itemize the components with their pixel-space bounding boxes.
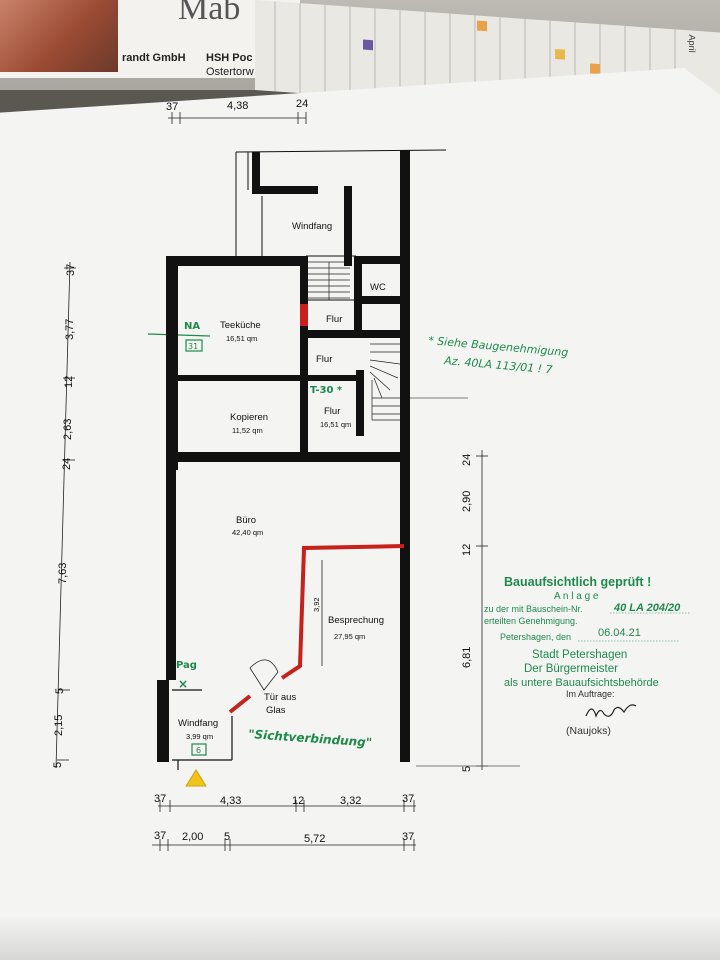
dimension-lines bbox=[55, 112, 520, 851]
dim-bottom1-4: 3,32 bbox=[340, 795, 361, 807]
stamp-line-2: erteilten Genehmigung. bbox=[484, 616, 578, 626]
thin-walls bbox=[235, 149, 447, 301]
flyer-title: Mab bbox=[178, 0, 241, 27]
room-windfang-bottom-area: 3,99 qm bbox=[186, 732, 213, 741]
dim-top-2: 4,38 bbox=[227, 100, 248, 112]
dim-top-3: 24 bbox=[296, 98, 308, 110]
stamp-date: 06.04.21 bbox=[598, 627, 641, 639]
note-na: NA bbox=[184, 321, 200, 332]
dim-bottom2-3: 5 bbox=[224, 831, 230, 843]
dim-left-2: 3,77 bbox=[64, 319, 76, 340]
dim-left-4: 2,63 bbox=[62, 419, 74, 440]
note-box-1 bbox=[185, 339, 203, 352]
room-kopieren-area: 11,52 qm bbox=[232, 426, 263, 435]
red-door-marker bbox=[300, 304, 308, 326]
stamp-anlage: A n l a g e bbox=[554, 591, 599, 602]
thick-walls bbox=[157, 150, 410, 762]
room-windfang-top: Windfang bbox=[292, 221, 332, 232]
dim-bottom1-5: 37 bbox=[402, 793, 414, 805]
flyer-street: Ostertorw bbox=[206, 66, 254, 78]
dim-bottom2-5: 37 bbox=[402, 831, 414, 843]
flyer-company-2: HSH Poc bbox=[206, 52, 253, 64]
flyer-house-photo bbox=[0, 0, 118, 72]
dim-right-4: 6,81 bbox=[461, 647, 473, 668]
dim-bottom2-1: 37 bbox=[154, 830, 166, 842]
stamp-im-auftrag: Im Auftrage: bbox=[566, 689, 615, 699]
note-t30: T-30 * bbox=[310, 385, 343, 396]
room-flur-1: Flur bbox=[326, 314, 342, 325]
dim-left-3: 12 bbox=[63, 376, 75, 388]
glass-door-swing bbox=[249, 659, 279, 691]
note-box-2-text: 6 bbox=[196, 746, 201, 755]
room-tuer-label-2: Glas bbox=[266, 705, 286, 716]
stamp-signer: (Naujoks) bbox=[566, 725, 611, 737]
dim-bottom2-4: 5,72 bbox=[304, 833, 325, 845]
dim-left-7: 2,15 bbox=[53, 715, 65, 736]
dim-bottom2-2: 2,00 bbox=[182, 831, 203, 843]
stamp-authority: als untere Bauaufsichtsbehörde bbox=[504, 677, 659, 689]
dim-right-1: 24 bbox=[461, 454, 473, 466]
windfang-walls bbox=[172, 689, 233, 770]
upper-stairs bbox=[308, 261, 350, 300]
dim-left-6: 5 bbox=[54, 688, 66, 694]
room-teekueche: Teeküche bbox=[220, 320, 261, 331]
room-besprechung: Besprechung bbox=[328, 615, 384, 626]
lower-stairs bbox=[369, 343, 401, 421]
room-flur-3: Flur bbox=[324, 406, 340, 417]
stamp-place-prefix: Petershagen, den bbox=[500, 632, 571, 642]
background-flyer: Mab randt GmbH HSH Poc Ostertorw bbox=[0, 0, 300, 78]
dim-bottom1-2: 4,33 bbox=[220, 795, 241, 807]
room-buero: Büro bbox=[236, 515, 256, 526]
dim-bottom1-3: 12 bbox=[292, 795, 304, 807]
dim-left-8: 5 bbox=[52, 762, 64, 768]
floor-plan-sheet bbox=[0, 68, 720, 960]
room-besprechung-area: 27,95 qm bbox=[334, 632, 365, 641]
room-buero-area: 42,40 qm bbox=[232, 528, 263, 537]
dim-right-3: 12 bbox=[461, 544, 473, 556]
room-tuer-label-1: Tür aus bbox=[264, 692, 296, 703]
stamp-bauschein-nr: 40 LA 204/20 bbox=[613, 602, 681, 614]
stamp-line-prefix: zu der mit Bauschein-Nr. bbox=[484, 604, 583, 614]
approval-stamp: Bauaufsichtlich geprüft ! A n l a g e zu… bbox=[484, 575, 690, 737]
dim-right-2: 2,90 bbox=[461, 491, 473, 512]
room-flur-3-area: 16,51 qm bbox=[320, 420, 351, 429]
note-baugenehmigung-2: Az. 40LA 113/01 ! 7 bbox=[443, 354, 553, 376]
note-box-1-text: 31 bbox=[188, 342, 198, 351]
signature-scribble bbox=[585, 704, 637, 718]
dim-top-1: 37 bbox=[166, 101, 178, 113]
red-new-walls bbox=[228, 544, 405, 714]
flyer-company: randt GmbH bbox=[122, 52, 186, 64]
room-wc: WC bbox=[370, 282, 386, 293]
dim-inner-height: 3,92 bbox=[312, 597, 321, 612]
paper-shadow bbox=[0, 915, 720, 960]
stamp-mayor: Der Bürgermeister bbox=[524, 663, 618, 675]
stamp-city: Stadt Petershagen bbox=[532, 649, 627, 661]
dim-left-long: 7,63 bbox=[57, 563, 69, 584]
note-cross: × bbox=[178, 677, 188, 691]
dim-left-5: 24 bbox=[61, 458, 73, 470]
dim-bottom1-1: 37 bbox=[154, 793, 166, 805]
note-box-2 bbox=[191, 743, 207, 756]
warning-triangle-icon bbox=[185, 769, 207, 787]
room-kopieren: Kopieren bbox=[230, 412, 268, 423]
dim-left-1: 37 bbox=[65, 264, 77, 276]
room-teekueche-area: 16,51 qm bbox=[226, 334, 257, 343]
stamp-title: Bauaufsichtlich geprüft ! bbox=[504, 575, 651, 589]
room-flur-2: Flur bbox=[316, 354, 332, 365]
note-sichtverbindung: "Sichtverbindung" bbox=[248, 727, 373, 750]
dim-right-5: 5 bbox=[461, 766, 473, 772]
room-windfang-bottom: Windfang bbox=[178, 718, 218, 729]
note-pag: Pag bbox=[176, 660, 197, 671]
